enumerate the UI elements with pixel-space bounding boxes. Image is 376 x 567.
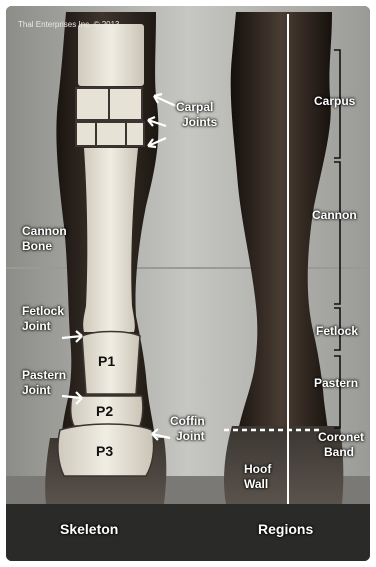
coronet-line2: Band [324, 445, 364, 460]
pastern-joint-line1: Pastern [22, 368, 66, 383]
photo-panel: Thal Enterprises Inc. © 2013 Carpal Join… [6, 6, 370, 561]
p1-label: P1 [98, 354, 115, 369]
cannon-bone-shape [83, 148, 138, 332]
carpus-label: Carpus [314, 94, 355, 109]
coronet-band-label: Coronet Band [318, 430, 364, 460]
coffin-joint-line1: Coffin [170, 414, 205, 429]
pastern-joint-label: Pastern Joint [22, 368, 66, 398]
fetlock-joint-line1: Fetlock [22, 304, 64, 319]
copyright-text: Thal Enterprises Inc. © 2013 [18, 20, 120, 29]
carpal-label-line1: Carpal [176, 100, 217, 115]
hoof-wall-line2: Wall [244, 477, 271, 492]
fetlock-joint-label: Fetlock Joint [22, 304, 64, 334]
hoof-wall-label: Hoof Wall [244, 462, 271, 492]
carpal-label-line2: Joints [182, 115, 217, 130]
leg-illustration [6, 6, 370, 561]
coronet-line1: Coronet [318, 430, 364, 445]
skeleton-caption: Skeleton [60, 522, 118, 537]
pastern-joint-line2: Joint [22, 383, 66, 398]
regions-caption: Regions [258, 522, 313, 537]
fetlock-joint-line2: Joint [22, 319, 64, 334]
carpal-row-2 [76, 122, 144, 146]
cannon-bone-line2: Bone [22, 239, 67, 254]
p2-label: P2 [96, 404, 113, 419]
cannon-bone-line1: Cannon [22, 224, 67, 239]
cannon-label: Cannon [312, 208, 357, 223]
radius-bone [78, 24, 144, 86]
pastern-label: Pastern [314, 376, 358, 391]
cannon-bone-label: Cannon Bone [22, 224, 67, 254]
fetlock-label: Fetlock [316, 324, 358, 339]
carpal-joints-label: Carpal Joints [176, 100, 217, 130]
coffin-joint-line2: Joint [176, 429, 205, 444]
coffin-joint-label: Coffin Joint [170, 414, 205, 444]
hoof-wall-line1: Hoof [244, 462, 271, 477]
p3-label: P3 [96, 444, 113, 459]
